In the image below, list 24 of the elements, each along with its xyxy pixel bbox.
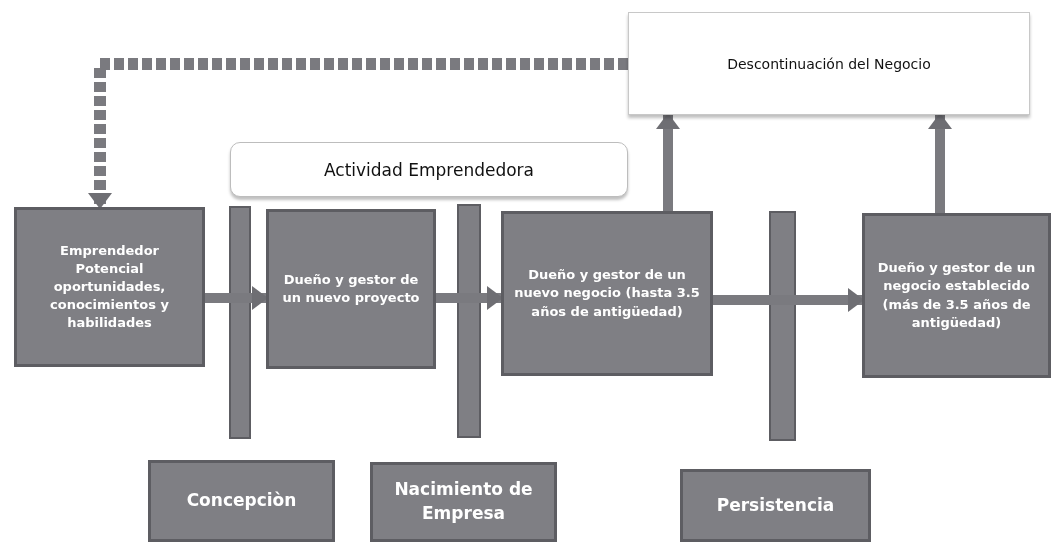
box-text: Dueño y gestor de un negocio establecido (más de 3.5 años de antigüedad) <box>876 259 1037 332</box>
process-box <box>14 207 205 367</box>
box-text: Persistencia <box>716 493 835 517</box>
block-arrow <box>205 286 268 310</box>
block-arrow <box>656 113 680 211</box>
process-box <box>148 460 335 542</box>
box-text: Concepciòn <box>186 489 297 513</box>
block-arrow <box>436 286 503 310</box>
box-text: Dueño y gestor de un nuevo negocio (hasta 3.5 años de antigüedad) <box>513 266 701 321</box>
block-arrow <box>928 113 952 213</box>
process-box <box>266 209 436 369</box>
box-text: Emprendedor Potencial oportunidades, conocimientos y habilidades <box>49 241 170 333</box>
label-box <box>628 12 1030 115</box>
process-box <box>862 213 1051 378</box>
process-box <box>501 211 713 376</box>
label-box <box>230 142 628 197</box>
box-text: Nacimiento de Empresa <box>393 478 534 525</box>
box-text: Actividad Emprendedora <box>323 159 534 180</box>
box-text: Descontinuación del Negocio <box>727 55 931 72</box>
process-box <box>370 462 557 542</box>
block-arrow <box>88 58 628 209</box>
process-box <box>680 469 871 542</box>
block-arrow <box>713 288 864 312</box>
box-text: Dueño y gestor de un nuevo proyecto <box>281 270 421 307</box>
